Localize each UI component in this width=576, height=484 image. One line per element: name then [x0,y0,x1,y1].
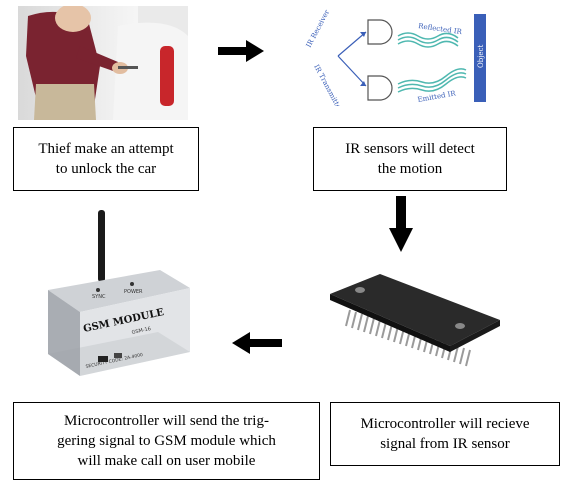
gsm-power-label: POWER [124,289,143,295]
microcontroller-chip-image [320,260,510,380]
ir-sensor-diagram: IR Receiver IR Transmitter Reflected IR … [298,6,498,106]
object-bar [474,14,486,102]
step-3-text: Microcontroller will recieve signal from… [360,416,530,452]
object-label: Object [477,45,485,68]
and-gate-bottom [367,75,393,101]
step-4-text: Microcontroller will send the trig- geri… [57,413,276,469]
and-gate-top [367,19,393,45]
arrow-down-icon [389,196,413,252]
gsm-sync-label: SYNC [92,294,106,300]
step-2-text: IR sensors will detect the motion [345,141,475,177]
gsm-model: GSM-16 [131,326,151,336]
step-1-text: Thief make an attempt to unlock the car [38,141,174,177]
gsm-module-image: SYNC POWER GSM MODULE GSM-16 SECURITY CO… [40,208,200,386]
thief-car-photo [18,6,188,120]
step-1-box: Thief make an attempt to unlock the car [13,127,199,191]
arrow-right-icon [218,40,264,62]
step-4-box: Microcontroller will send the trig- geri… [13,402,320,480]
arrow-left-icon [232,332,282,354]
step-2-box: IR sensors will detect the motion [313,127,507,191]
step-3-box: Microcontroller will recieve signal from… [330,402,560,466]
